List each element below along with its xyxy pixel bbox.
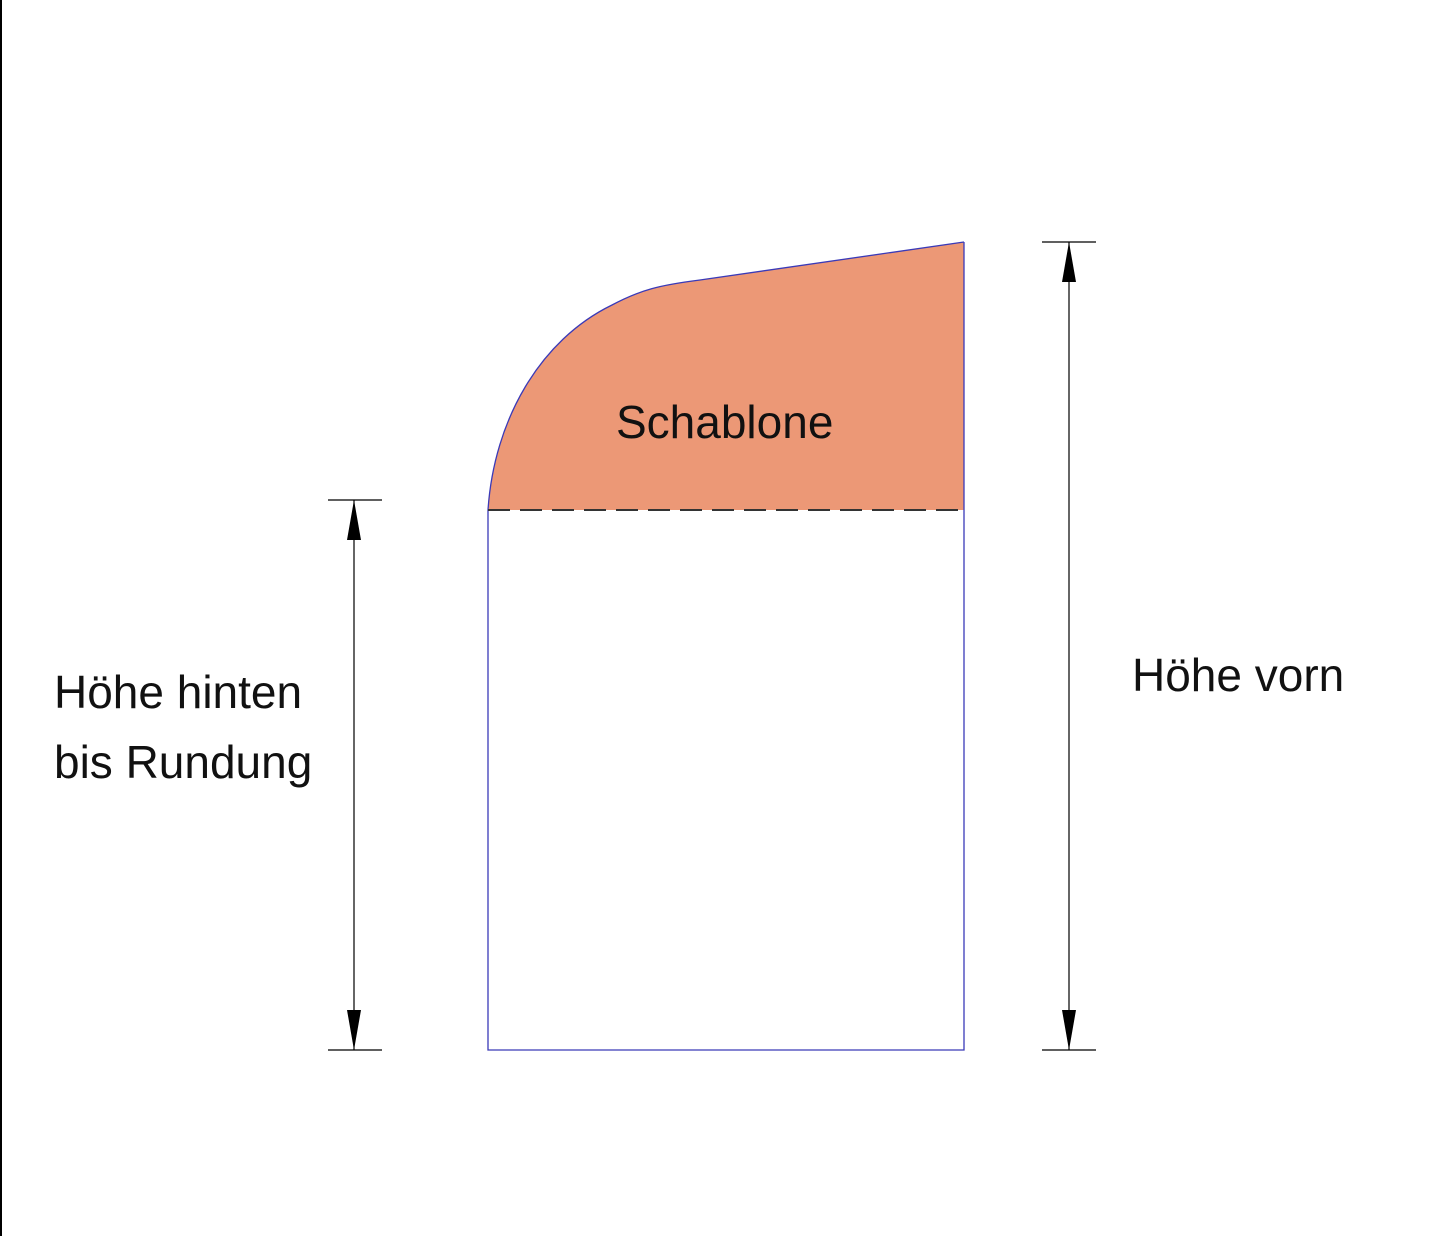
arrow-down-icon: [1062, 1010, 1076, 1050]
height-back-label-line1: Höhe hinten: [54, 666, 302, 718]
arrow-up-icon: [347, 500, 361, 540]
template-outline: [487, 241, 965, 511]
template-label: Schablone: [616, 396, 833, 448]
dimension-height-back: [328, 499, 382, 1051]
dimension-height-front: [1042, 241, 1096, 1051]
height-front-label: Höhe vorn: [1132, 649, 1344, 701]
template-area: [488, 242, 964, 510]
arrow-down-icon: [347, 1010, 361, 1050]
arrow-up-icon: [1062, 242, 1076, 282]
body-outline: [487, 242, 965, 1051]
height-back-label-line2: bis Rundung: [54, 736, 312, 788]
